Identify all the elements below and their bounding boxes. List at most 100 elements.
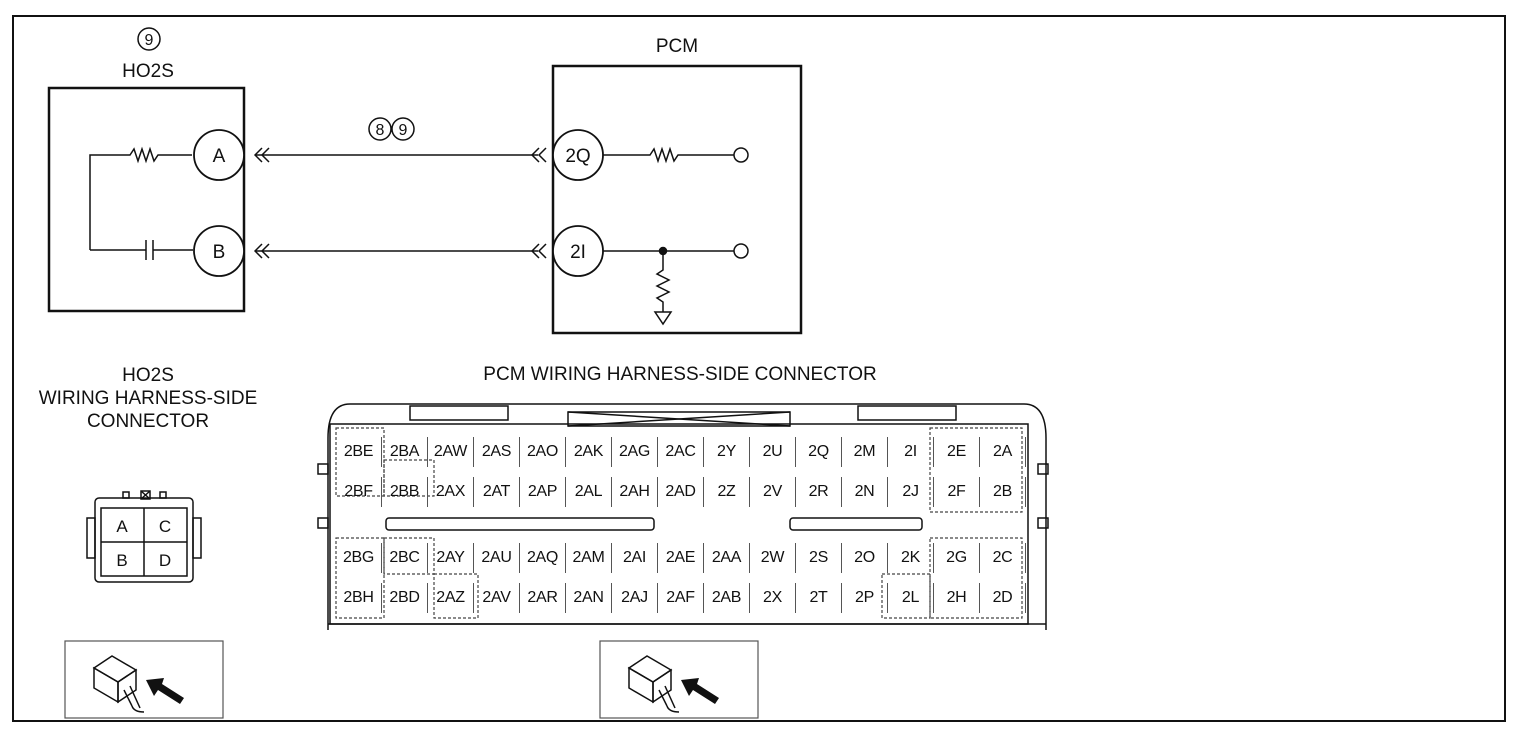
pcm-connector-pin: 2AZ (428, 583, 474, 613)
wires (253, 147, 547, 259)
connector-view-icon (599, 640, 759, 719)
pcm-connector-pin: 2D (980, 583, 1026, 613)
pcm-connector-pin: 2P (842, 583, 888, 613)
pcm-connector-pin: 2Y (704, 437, 750, 467)
sensor-ref-circle (137, 27, 161, 51)
pcm-connector-pin: 2C (980, 543, 1026, 573)
ho2s-cell: C (159, 517, 171, 536)
sensor-box (47, 86, 246, 313)
pcm-connector-pin: 2AK (566, 437, 612, 467)
pcm-connector-pin: 2M (842, 437, 888, 467)
pcm-connector-pin: 2Q (796, 437, 842, 467)
ho2s-cell: B (116, 551, 127, 570)
pcm-connector-title: PCM WIRING HARNESS-SIDE CONNECTOR (483, 364, 877, 385)
pcm-connector-pin: 2AG (612, 437, 658, 467)
ho2s-connector-title-line: WIRING HARNESS-SIDE (38, 388, 258, 409)
pcm-connector-pin: 2L (888, 583, 934, 613)
pcm-connector-pin: 2AA (704, 543, 750, 573)
pcm-connector-pin: 2O (842, 543, 888, 573)
sensor-pin-b-label: B (213, 242, 226, 263)
pcm-connector-pin: 2AU (474, 543, 520, 573)
pcm-connector-pin: 2R (796, 477, 842, 507)
pcm-title: PCM (656, 36, 698, 57)
pcm-pin-2q-label: 2Q (565, 146, 590, 167)
pcm-connector-pin: 2BH (336, 583, 382, 613)
pcm-connector-pin: 2K (888, 543, 934, 573)
pcm-connector-pin: 2AC (658, 437, 704, 467)
diagram-frame (12, 15, 1506, 722)
wire-ref-number: 8 (376, 122, 385, 139)
pcm-connector-pin: 2S (796, 543, 842, 573)
pcm-connector-pin: 2AB (704, 583, 750, 613)
sensor-ref-number: 9 (145, 32, 154, 49)
pcm-connector-pin: 2BD (382, 583, 428, 613)
pcm-connector-pin: 2AE (658, 543, 704, 573)
ho2s-connector-title: HO2S WIRING HARNESS-SIDE CONNECTOR (14, 364, 282, 433)
pcm-connector-pin: 2A (980, 437, 1026, 467)
sensor-pin-a-label: A (213, 146, 226, 167)
pcm-connector-pin: 2BA (382, 437, 428, 467)
ho2s-cell: A (116, 517, 128, 536)
sensor-title: HO2S (122, 61, 174, 82)
pcm-connector-pin: 2AN (566, 583, 612, 613)
pcm-connector-pin: 2AP (520, 477, 566, 507)
pcm-connector-pin: 2AV (474, 583, 520, 613)
pcm-connector-pin: 2G (934, 543, 980, 573)
pcm-connector-pin: 2B (980, 477, 1026, 507)
pcm-connector-pin: 2AR (520, 583, 566, 613)
pcm-connector-pin: 2AS (474, 437, 520, 467)
pcm-connector-pin: 2AQ (520, 543, 566, 573)
pcm-connector-pin: 2AT (474, 477, 520, 507)
pcm-connector-pin: 2AW (428, 437, 474, 467)
pcm-connector-pin: 2AM (566, 543, 612, 573)
pcm-connector-pin: 2AY (428, 543, 474, 573)
arrow-icon (146, 678, 184, 704)
sensor-pin-b (193, 225, 245, 277)
connector-view-icon (64, 640, 224, 719)
pcm-connector-pin: 2AI (612, 543, 658, 573)
pcm-connector-pin: 2W (750, 543, 796, 573)
pcm-connector-pin: 2AO (520, 437, 566, 467)
pcm-connector-pin: 2AL (566, 477, 612, 507)
pcm-connector-pin: 2BE (336, 437, 382, 467)
pcm-connector-pin: 2V (750, 477, 796, 507)
pcm-connector-pin: 2BB (382, 477, 428, 507)
pcm-connector-pin: 2AD (658, 477, 704, 507)
pcm-pin-2i-label: 2I (570, 242, 586, 263)
pcm-connector-pin: 2AF (658, 583, 704, 613)
pcm-connector-pin: 2E (934, 437, 980, 467)
pcm-connector-pin: 2I (888, 437, 934, 467)
wire-ref-circle (368, 117, 392, 141)
arrow-icon (681, 678, 719, 704)
pcm-connector-pin: 2BG (336, 543, 382, 573)
pcm-connector-pin: 2AH (612, 477, 658, 507)
pcm-connector-pin: 2H (934, 583, 980, 613)
pcm-connector-pin: 2X (750, 583, 796, 613)
wire-ref-number: 9 (399, 122, 408, 139)
pcm-connector-pin: 2N (842, 477, 888, 507)
pcm-connector-pin: 2BF (336, 477, 382, 507)
pcm-connector-pin: 2Z (704, 477, 750, 507)
pcm-internal-circuit (603, 146, 749, 326)
pcm-connector-outline (317, 403, 1049, 630)
pcm-connector-pin: 2U (750, 437, 796, 467)
pcm-connector-pin: 2BC (382, 543, 428, 573)
ho2s-connector-title-line: CONNECTOR (86, 411, 210, 432)
pcm-connector-pin: 2T (796, 583, 842, 613)
ho2s-connector-face: A C B D (86, 490, 202, 583)
pcm-connector-pin: 2F (934, 477, 980, 507)
ho2s-cell: D (159, 551, 171, 570)
wire-ref-circle (391, 117, 415, 141)
sensor-pin-a (193, 129, 245, 181)
pcm-connector-pin: 2AX (428, 477, 474, 507)
pcm-connector-pin: 2AJ (612, 583, 658, 613)
ho2s-connector-title-line: HO2S (122, 365, 174, 386)
pcm-connector-pin: 2J (888, 477, 934, 507)
sensor-resistor-icon (89, 146, 193, 260)
